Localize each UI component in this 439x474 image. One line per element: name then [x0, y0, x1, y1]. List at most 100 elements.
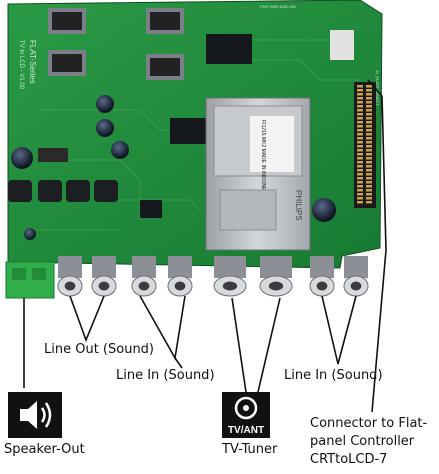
header-pin [366, 121, 372, 124]
rca-jacks [57, 256, 369, 297]
rca-jack-hole [350, 281, 362, 291]
header-pin [366, 133, 372, 136]
header-pin [357, 93, 363, 96]
header-pin [366, 97, 372, 100]
header-pin [366, 161, 372, 164]
header-pin [357, 89, 363, 92]
rca-jack-hole [316, 281, 328, 291]
header-pin [357, 97, 363, 100]
header-pin [366, 89, 372, 92]
header-pin [357, 137, 363, 140]
rca-jack-body [58, 256, 82, 278]
header-pin [366, 113, 372, 116]
header-pin [357, 177, 363, 180]
label-connector-1: Connector to Flat- [310, 416, 428, 431]
header-pin [366, 177, 372, 180]
header-pin [366, 153, 372, 156]
ic-chip [206, 34, 252, 64]
tv-ant-icon: TV/ANT [222, 392, 270, 438]
header-pin [357, 117, 363, 120]
header-pin [357, 161, 363, 164]
header-label: J1_FLATCONNECT [375, 70, 380, 106]
tuner-sticker: FI1216 MK2 MADE IN INDONESIA [260, 120, 266, 199]
header-pin [357, 153, 363, 156]
header-pin [357, 113, 363, 116]
header-pin [366, 105, 372, 108]
rca-jack-body [310, 256, 334, 278]
tuner-brand: PHILIPS [294, 190, 303, 221]
speaker-terminal [5, 261, 55, 299]
header-pin [366, 129, 372, 132]
header-pin [357, 149, 363, 152]
header-pin [357, 101, 363, 104]
ic-chip [140, 200, 162, 218]
header-pin [357, 121, 363, 124]
header-pin [357, 85, 363, 88]
rca-jack-body [132, 256, 156, 278]
header-pin [366, 85, 372, 88]
header-pin [357, 133, 363, 136]
header-pin [357, 201, 363, 204]
rca-jack-hole [64, 281, 76, 291]
header-pin [366, 197, 372, 200]
header-pin [366, 137, 372, 140]
header-pin [366, 169, 372, 172]
ic-chip [38, 148, 68, 162]
header-pin [366, 201, 372, 204]
connector-header [354, 82, 376, 208]
label-connector-3: CRTtoLCD-7 [310, 452, 388, 467]
header-pin [366, 193, 372, 196]
header-pin [366, 141, 372, 144]
header-pin [357, 105, 363, 108]
voltage-regulators [48, 8, 184, 80]
rca-jack-body [168, 256, 192, 278]
ic-chip [330, 30, 354, 60]
label-speaker-out: Speaker-Out [4, 442, 85, 457]
header-pin [357, 181, 363, 184]
header-pin [357, 197, 363, 200]
header-pin [366, 117, 372, 120]
header-pin [366, 145, 372, 148]
tv-ant-text: TV/ANT [228, 425, 264, 436]
header-pin [357, 157, 363, 160]
header-pin [357, 145, 363, 148]
header-pin [357, 169, 363, 172]
callout-lines [23, 79, 387, 413]
rca-jack-body [344, 256, 368, 278]
header-pin [366, 101, 372, 104]
header-pin [366, 173, 372, 176]
ic-chip [170, 118, 206, 144]
header-pin [357, 125, 363, 128]
header-pin [357, 189, 363, 192]
label-tv-tuner: TV-Tuner [222, 442, 278, 457]
board-series-text: FLAT-Series [28, 40, 37, 84]
rca-jack-body [260, 256, 292, 278]
header-pin [357, 193, 363, 196]
board-pcb-id: PUR 0039 6180 001 [260, 4, 297, 9]
tv-tuner-module: FI1216 MK2 MADE IN INDONESIA PHILIPS [205, 97, 311, 251]
rca-jack-body [214, 256, 246, 278]
rca-jack-hole [98, 281, 110, 291]
header-pin [366, 165, 372, 168]
speaker-icon [8, 392, 62, 438]
header-pin [366, 189, 372, 192]
header-pin [357, 173, 363, 176]
rca-jack-hole [222, 281, 238, 291]
rca-jack-hole [268, 281, 284, 291]
label-connector-2: panel Controller [310, 434, 415, 449]
rca-jack-hole [174, 281, 186, 291]
header-pin [366, 93, 372, 96]
header-pin [366, 185, 372, 188]
header-pin [357, 185, 363, 188]
inductors [8, 180, 118, 202]
header-pin [357, 129, 363, 132]
label-line-out: Line Out (Sound) [44, 342, 155, 357]
header-pin [366, 181, 372, 184]
board-model-text: TV to LCD - V1.00 [18, 40, 24, 90]
header-pin [366, 149, 372, 152]
label-line-in-right: Line In (Sound) [284, 368, 383, 383]
header-pin [357, 141, 363, 144]
header-pin [366, 125, 372, 128]
